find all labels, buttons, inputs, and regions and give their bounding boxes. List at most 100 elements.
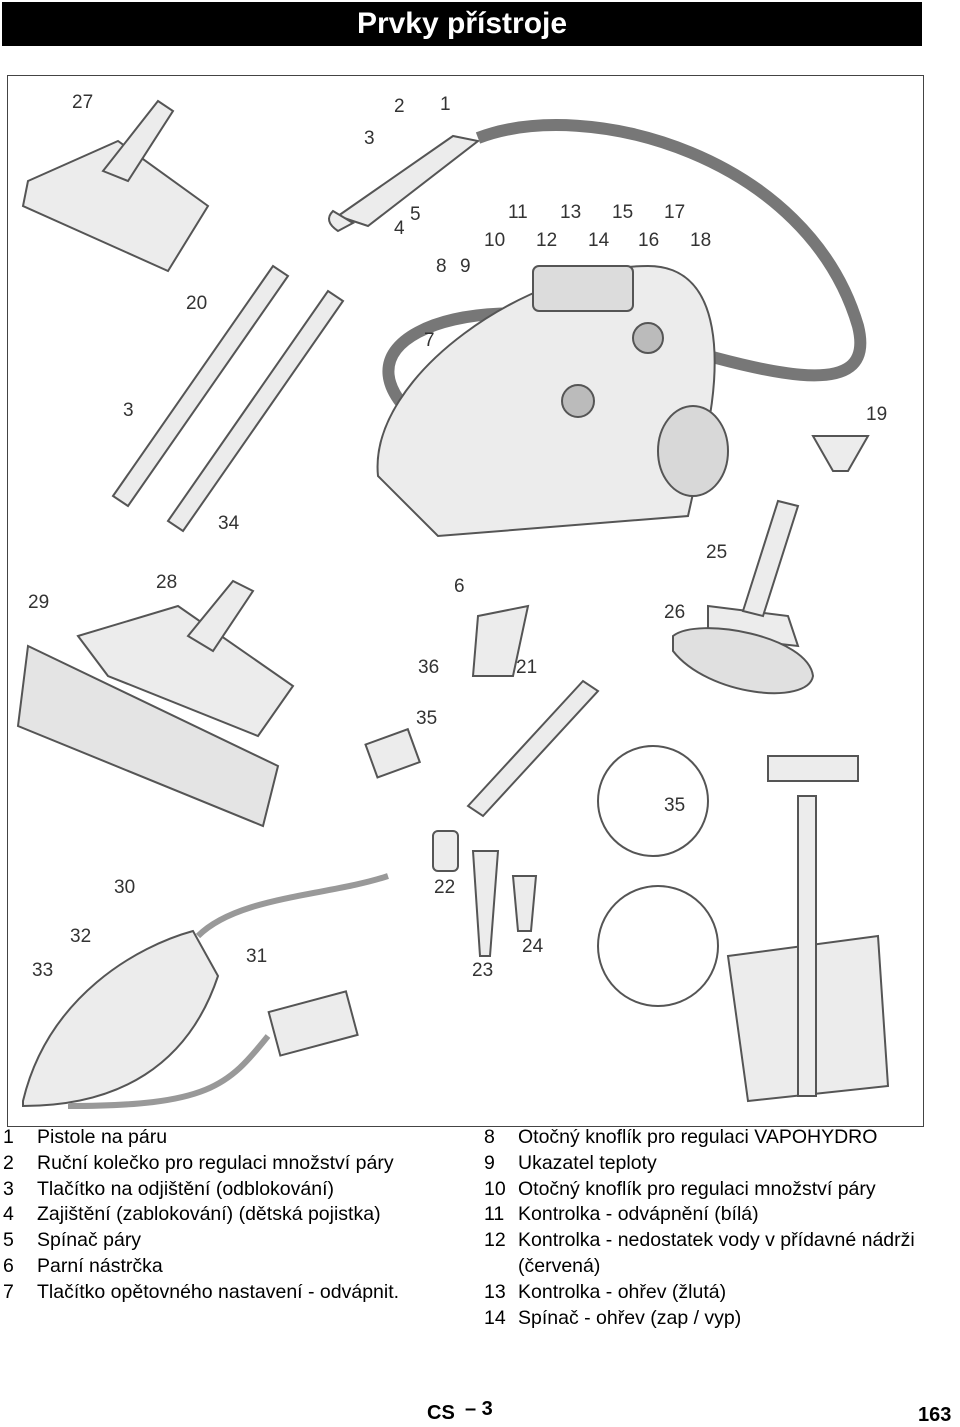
callout-22: 22	[434, 877, 455, 898]
legend-text: Kontrolka - odvápnění (bílá)	[518, 1203, 759, 1226]
funnel-19	[811, 435, 870, 472]
legend-text: Parní nástrčka	[37, 1254, 163, 1277]
callout-numbers: 27 3 2 1 4 5 11 13 15 17 10 12 14 16 18 …	[28, 92, 887, 981]
legend-item: 4 Zajištění (zablokování) (dětská pojistk…	[3, 1202, 443, 1228]
round-brush-22	[432, 830, 459, 872]
legend-item: 10 Otočný knoflík pro regulaci množství p…	[484, 1177, 934, 1203]
main-unit-body	[376, 264, 716, 538]
legend-left: 1 Pistole na páru 2 Ruční kolečko pro regu…	[3, 1125, 443, 1306]
callout-14: 14	[588, 230, 610, 251]
legend-text: Ruční kolečko pro regulaci množství páry	[37, 1151, 394, 1174]
legend-text: Tlačítko opětovného nastavení - odvápnit…	[37, 1280, 400, 1303]
device-illustration: 27 3 2 1 4 5 11 13 15 17 10 12 14 16 18 …	[7, 75, 924, 1127]
legend-number: 10	[484, 1177, 506, 1200]
vapohydro-knob	[561, 384, 595, 418]
legend-right: 8 Otočný knoflík pro regulaci VAPOHYDRO 9…	[484, 1125, 934, 1331]
callout-12: 12	[536, 230, 557, 251]
legend-number: 1	[3, 1126, 14, 1148]
nozzle-23	[471, 850, 500, 957]
legend-text: Kontrolka - ohřev (žlutá)	[518, 1280, 727, 1303]
callout-13: 13	[560, 202, 581, 223]
steam-iron	[22, 929, 220, 1108]
callout-27: 27	[72, 92, 93, 113]
legend-text: Zajištění (zablokování) (dětská pojistka…	[37, 1203, 381, 1226]
floor-tool-handle	[186, 579, 255, 653]
callout-11: 11	[508, 202, 528, 223]
stand-hanger	[767, 755, 859, 782]
callout-17: 17	[664, 202, 685, 223]
legend-number: 8	[484, 1126, 495, 1148]
callout-19: 19	[866, 404, 887, 425]
legend-text: Otočný knoflík pro regulaci množství pár…	[518, 1177, 876, 1200]
illustration-svg: 27 3 2 1 4 5 11 13 15 17 10 12 14 16 18 …	[16, 92, 890, 1109]
callout-5: 5	[410, 204, 421, 225]
callout-21: 21	[516, 657, 537, 678]
callout-7: 7	[424, 330, 435, 351]
legend-number: 14	[484, 1306, 506, 1329]
callout-10: 10	[484, 230, 505, 251]
callout-8: 8	[436, 256, 447, 277]
callout-24: 24	[522, 936, 544, 957]
callout-29: 29	[28, 592, 49, 613]
callout-35b: 35	[664, 795, 685, 816]
main-unit-wheel	[657, 405, 729, 497]
legend-item: 1 Pistole na páru	[3, 1125, 443, 1151]
footer-section-page: – 3	[465, 1398, 493, 1420]
legend-text: Pistole na páru	[37, 1126, 168, 1148]
callout-20: 20	[186, 293, 207, 314]
callout-36: 36	[418, 657, 439, 678]
steam-gun-shape	[335, 134, 481, 228]
steam-gun-nozzle	[328, 209, 356, 233]
callout-25: 25	[706, 542, 727, 563]
callout-33: 33	[32, 960, 53, 981]
legend-text: Spínač páry	[37, 1229, 142, 1252]
legend-number: 9	[484, 1151, 495, 1174]
callout-3: 3	[364, 128, 375, 149]
legend-item: 2 Ruční kolečko pro regulaci množství pár…	[3, 1151, 443, 1177]
footer-language-code: CS	[427, 1402, 455, 1424]
window-cloth-26	[672, 627, 815, 695]
extension-tube-1	[111, 264, 290, 508]
temperature-knob	[632, 322, 664, 354]
steam-hose	[382, 119, 867, 441]
control-panel	[532, 265, 634, 312]
extension-tube-2	[166, 289, 345, 533]
page-number: 163	[918, 1404, 952, 1426]
legend-item: 12 Kontrolka - nedostatek vody v přídavné…	[484, 1228, 934, 1280]
callout-6: 6	[454, 576, 465, 597]
large-brush-27	[21, 139, 210, 273]
floor-cloth-29	[16, 644, 280, 828]
callout-35: 35	[416, 708, 437, 729]
legend-number: 2	[3, 1151, 14, 1174]
legend-text: Kontrolka - nedostatek vody v přídavné n…	[518, 1229, 915, 1277]
legend-item: 8 Otočný knoflík pro regulaci VAPOHYDRO	[484, 1125, 934, 1151]
nozzle-21	[466, 679, 600, 818]
callout-26: 26	[664, 602, 685, 623]
legend-number: 7	[3, 1280, 14, 1303]
callout-30: 30	[114, 877, 135, 898]
legend-number: 5	[3, 1229, 14, 1252]
callout-9: 9	[460, 256, 471, 277]
legend-number: 4	[3, 1203, 14, 1226]
callout-32: 32	[70, 926, 91, 947]
legend-number: 12	[484, 1229, 506, 1252]
legend-text: Otočný knoflík pro regulaci VAPOHYDRO	[518, 1126, 878, 1148]
window-tool-handle	[741, 499, 800, 618]
legend-item: 5 Spínač páry	[3, 1228, 443, 1254]
callout-18: 18	[690, 230, 711, 251]
iron-connector	[267, 990, 359, 1057]
detail-circle-accessories	[597, 885, 719, 1007]
callout-4: 4	[394, 218, 405, 239]
large-brush-handle	[101, 99, 175, 183]
callout-23: 23	[472, 960, 493, 981]
legend-text: Tlačítko na odjištění (odblokování)	[37, 1177, 334, 1200]
iron-cable-top	[195, 873, 389, 939]
callout-28: 28	[156, 572, 177, 593]
legend-number: 11	[484, 1203, 505, 1226]
nozzle-36	[471, 604, 530, 677]
